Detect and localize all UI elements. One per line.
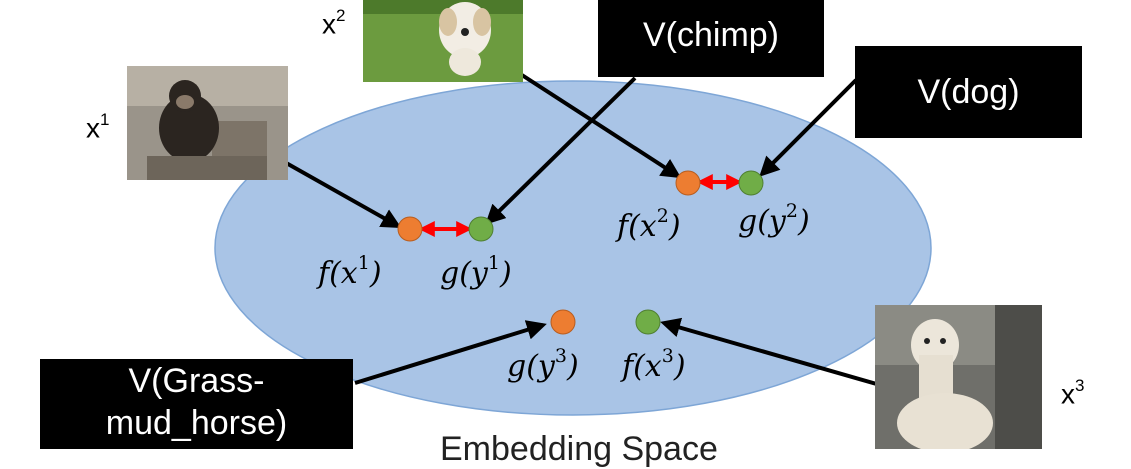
vector-box-dog: V(dog) (855, 46, 1082, 138)
label-g-y3: g(y3) (507, 345, 579, 384)
chimp-photo (127, 66, 288, 180)
orange-dot-g-y3 (550, 309, 576, 335)
vector-grass-mud-horse-line1: V(Grass- (128, 362, 265, 400)
vector-box-grass-mud-horse: V(Grass- mud_horse) (40, 359, 353, 449)
label-x2: x2 (322, 6, 346, 40)
green-dot-g-y1 (468, 216, 494, 242)
arrow-dog-to-g-y2 (759, 78, 858, 177)
label-x3: x3 (1061, 376, 1085, 410)
arrow-chimp-to-g-y1 (485, 76, 637, 225)
arrow-x1-to-f-x1 (271, 153, 402, 228)
arrow-grass-mud-horse-to-g-y3 (354, 320, 547, 385)
label-f-x2: f(x2) (617, 205, 681, 244)
alpaca-photo (875, 305, 1042, 449)
embedding-space-ellipse (214, 80, 932, 416)
arrow-x2-to-f-x2 (506, 64, 682, 179)
dog-photo (363, 0, 523, 82)
arrow-x3-to-f-x3 (660, 317, 881, 387)
label-f-x1: f(x1) (318, 252, 382, 291)
orange-dot-f-x1 (397, 216, 423, 242)
label-g-y2: g(y2) (738, 200, 810, 239)
label-g-y1: g(y1) (440, 252, 512, 291)
embedding-space-caption: Embedding Space (440, 430, 718, 468)
vector-grass-mud-horse-line2: mud_horse) (105, 404, 288, 442)
diagram-svg (214, 64, 932, 416)
vector-box-chimp: V(chimp) (598, 0, 824, 77)
label-x1: x1 (86, 110, 110, 144)
orange-dot-f-x2 (675, 170, 701, 196)
green-dot-f-x3 (635, 309, 661, 335)
label-f-x3: f(x3) (622, 345, 686, 384)
green-dot-g-y2 (738, 170, 764, 196)
diagram-canvas: x1 x2 x3 V(chimp) V(dog) V(Grass- mud_ho… (40, 0, 1085, 468)
